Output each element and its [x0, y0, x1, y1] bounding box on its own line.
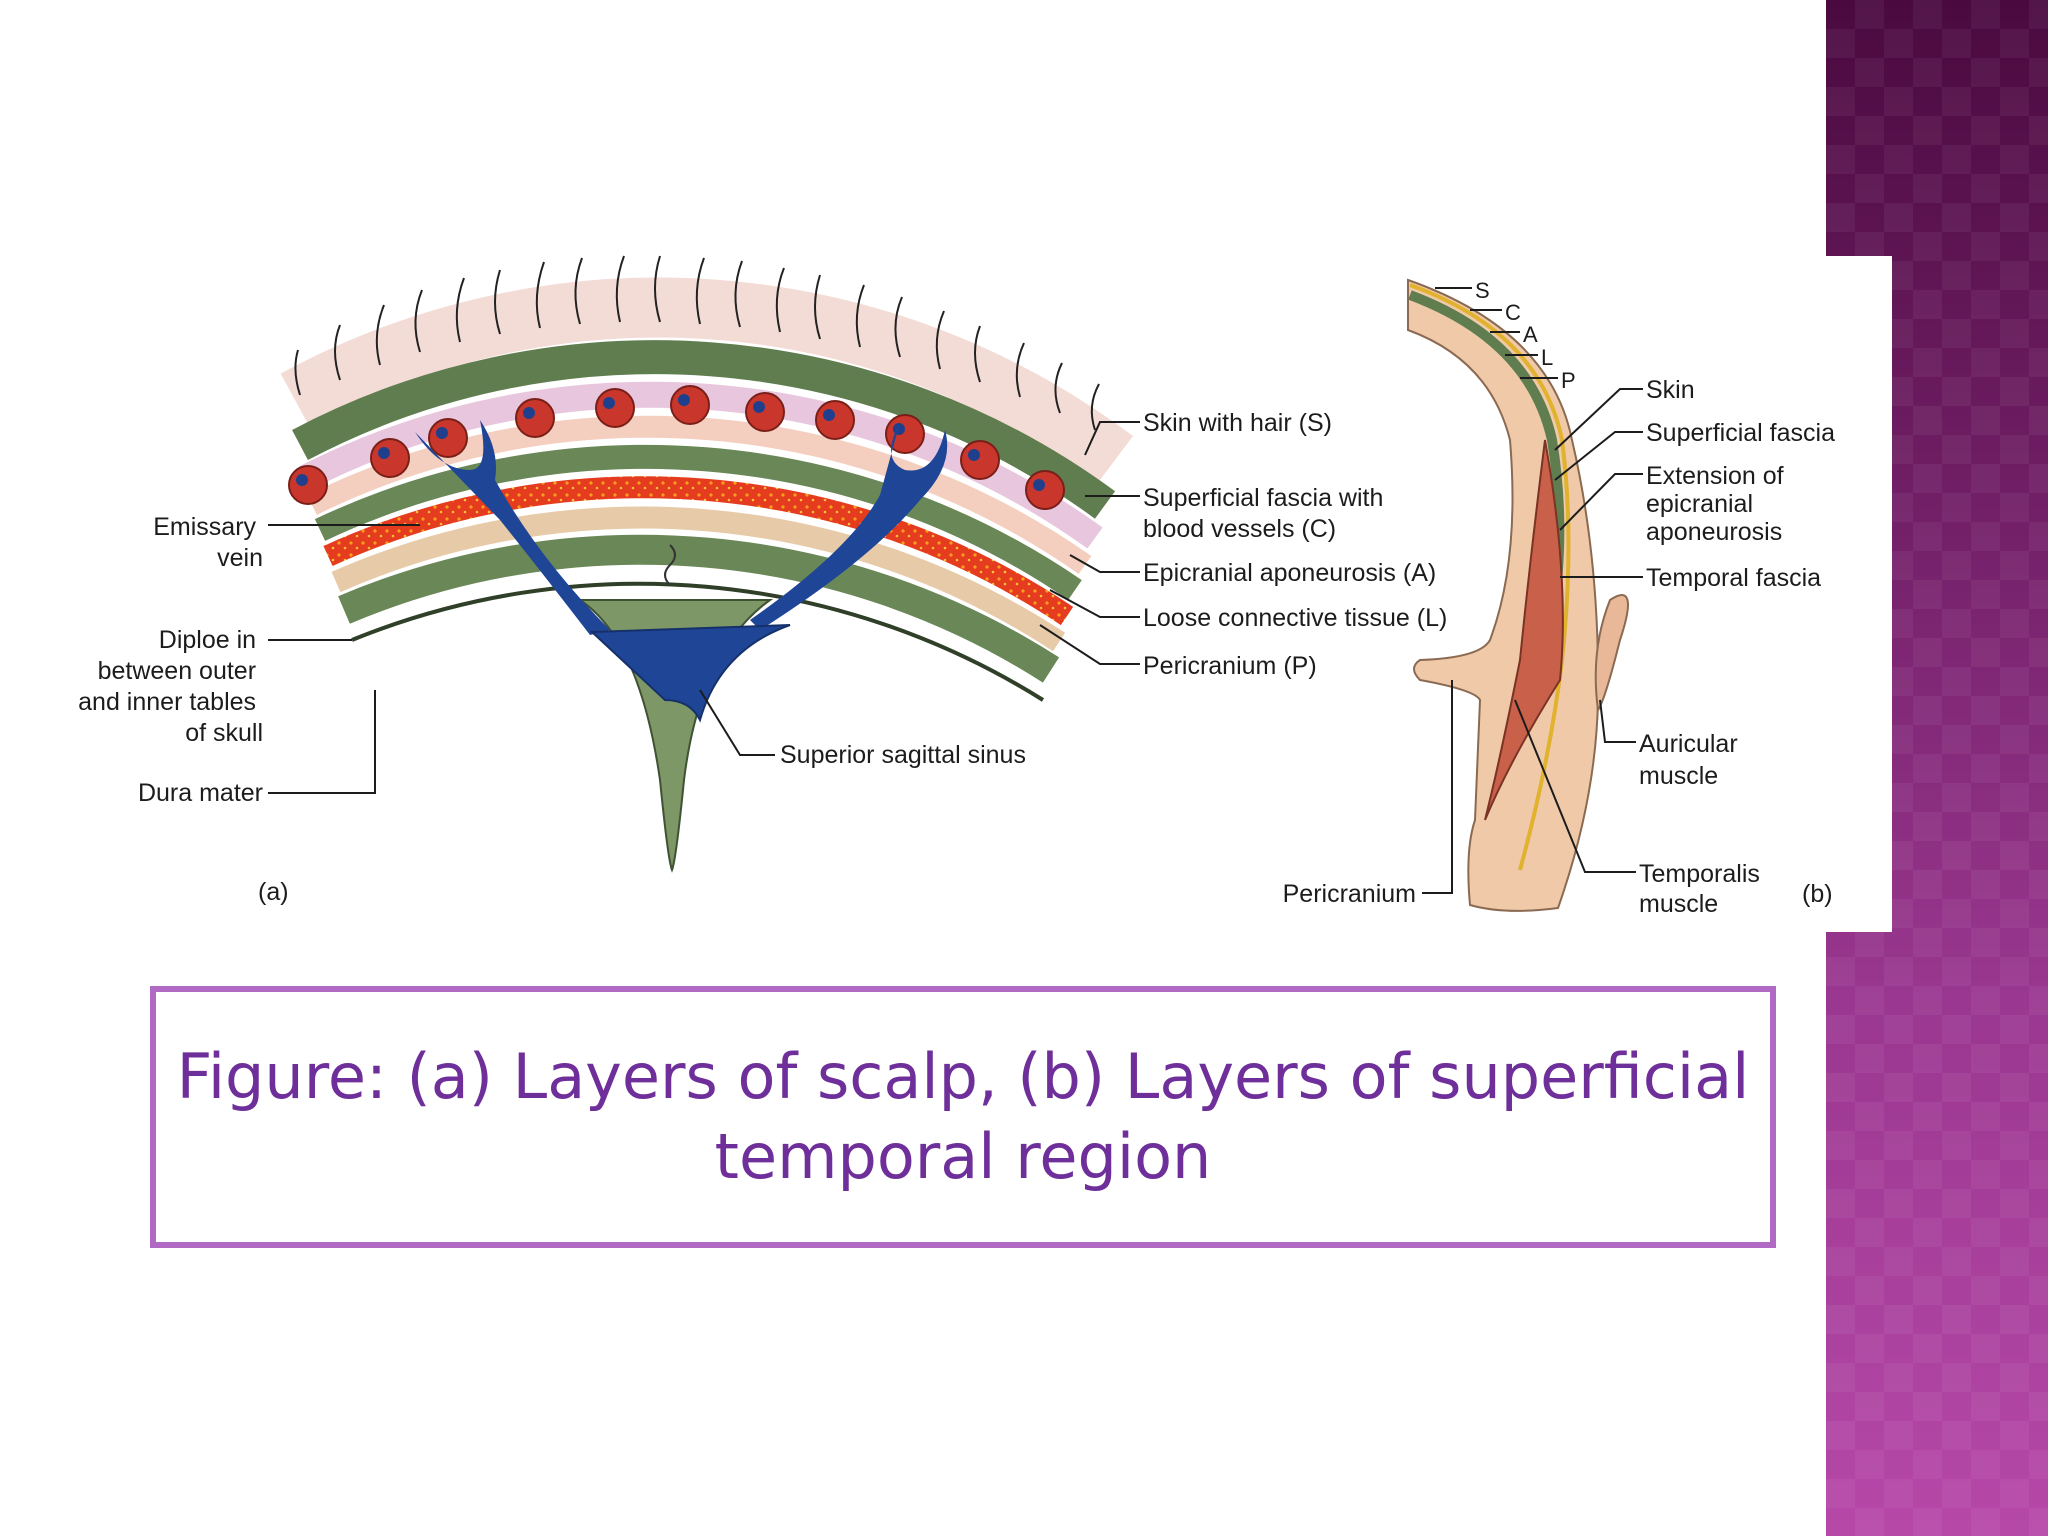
figure-caption: Figure: (a) Layers of scalp, (b) Layers …: [176, 1040, 1750, 1193]
blood-vessels: [288, 385, 1065, 510]
leader-sinus: [699, 689, 775, 756]
leader-pericranium: [1039, 624, 1140, 665]
dura-inner-edge: [351, 581, 1045, 702]
label-epicranial-aponeurosis: Epicranial aponeurosis (A): [1143, 559, 1436, 587]
letter-s: S: [1475, 278, 1490, 303]
superior-sagittal-sinus: [589, 624, 791, 723]
leader-skin-hair: [1084, 421, 1140, 456]
label-pericranium-b: Pericranium: [1283, 880, 1416, 908]
aponeurosis-layer: [292, 340, 1116, 519]
leader-extension-b: [1559, 473, 1643, 531]
letter-p: P: [1561, 368, 1576, 393]
label-superficial-fascia-b: Superficial fascia: [1646, 419, 1835, 447]
label-superficial-fascia-vessels: Superficial fascia with blood vessels (C…: [1143, 484, 1390, 543]
inner-table-layer: [331, 506, 1066, 652]
letter-a: A: [1523, 322, 1538, 347]
label-diploe: Diploe in between outer and inner tables…: [78, 626, 263, 747]
hair-strands: [294, 255, 1100, 431]
panel-label-b: (b): [1802, 880, 1833, 908]
leader-loose: [1049, 589, 1140, 618]
auricle: [1594, 594, 1629, 713]
emissary-vein-left: [415, 420, 610, 635]
label-dura-mater: Dura mater: [138, 779, 263, 807]
label-superior-sagittal-sinus: Superior sagittal sinus: [780, 741, 1026, 769]
suture-line: [664, 544, 676, 586]
temporalis-muscle-shape: [1484, 439, 1564, 821]
dura-layer: [338, 534, 1060, 683]
diploe-layer: [323, 476, 1074, 626]
leader-sup-fascia-b: [1554, 431, 1643, 481]
outer-table-layer: [314, 444, 1082, 600]
label-emissary-vein: Emissary vein: [153, 513, 263, 572]
temporal-region-diagram: S C A L P Skin Superficial fascia Extens…: [1283, 278, 1835, 918]
pericranium-layer: [307, 415, 1092, 575]
label-temporalis-muscle: Temporalis muscle: [1639, 860, 1767, 918]
leader-skin-b: [1554, 388, 1643, 451]
leader-auricular-b: [1599, 699, 1636, 743]
label-loose-connective: Loose connective tissue (L): [1143, 604, 1447, 632]
letter-c: C: [1505, 300, 1521, 325]
panel-label-a: (a): [258, 878, 289, 906]
leader-pericranium-b: [1422, 680, 1453, 894]
label-temporal-fascia: Temporal fascia: [1646, 564, 1821, 592]
leader-dura: [268, 690, 376, 794]
skin-layer: [280, 277, 1134, 484]
leader-aponeurosis: [1069, 554, 1140, 573]
letter-l: L: [1541, 345, 1553, 370]
leader-temporalis-b: [1514, 699, 1636, 873]
label-skin-with-hair: Skin with hair (S): [1143, 409, 1332, 437]
scalp-section-diagram: Emissary vein Diploe in between outer an…: [78, 255, 1447, 906]
emissary-vein-right: [750, 422, 948, 630]
label-extension-aponeurosis: Extension of epicranial aponeurosis: [1646, 462, 1791, 546]
temporal-fascia-line: [1409, 283, 1571, 871]
label-pericranium-a: Pericranium (P): [1143, 652, 1317, 680]
label-skin-b: Skin: [1646, 376, 1695, 404]
caption-box: Figure: (a) Layers of scalp, (b) Layers …: [150, 986, 1776, 1248]
label-auricular-muscle: Auricular muscle: [1639, 730, 1745, 790]
